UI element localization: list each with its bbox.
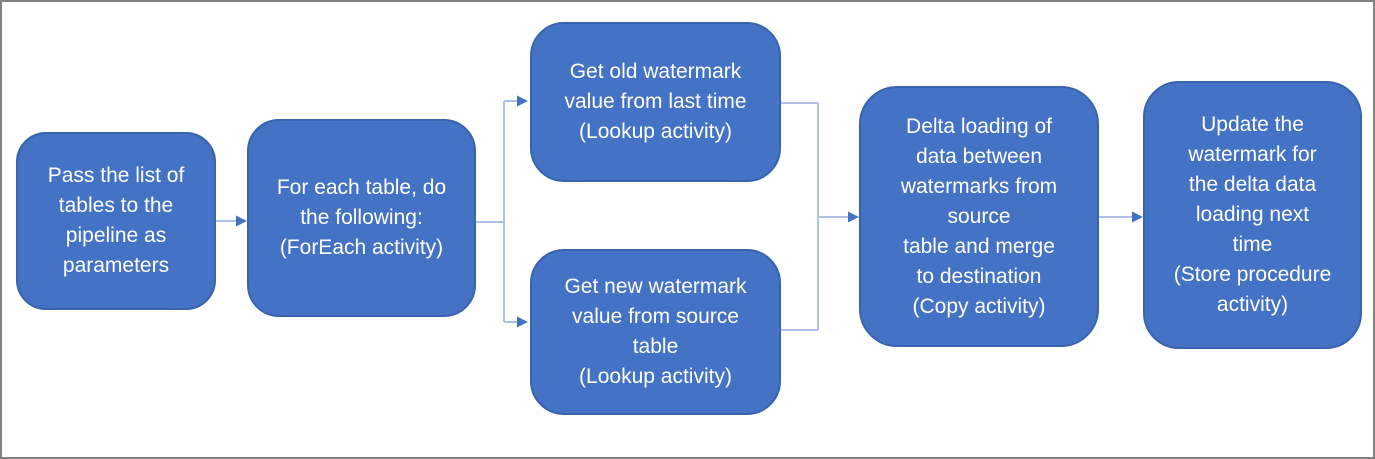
- node-foreach-label: For each table, do the following: (ForEa…: [276, 176, 447, 259]
- node-pass-list: Pass the list of tables to the pipeline …: [16, 132, 216, 310]
- node-foreach: For each table, do the following: (ForEa…: [247, 119, 476, 317]
- node-delta-load-label: Delta loading of data between watermarks…: [900, 114, 1058, 318]
- node-get-old-watermark: Get old watermark value from last time (…: [530, 22, 781, 182]
- node-update-watermark-label: Update the watermark for the delta data …: [1173, 113, 1332, 316]
- node-update-watermark: Update the watermark for the delta data …: [1143, 81, 1362, 349]
- arrowhead-foreach: [236, 215, 247, 227]
- node-get-old-watermark-label: Get old watermark value from last time (…: [564, 60, 747, 143]
- node-get-new-watermark-label: Get new watermark value from source tabl…: [564, 275, 747, 388]
- arrowhead-delta-load: [848, 211, 859, 223]
- node-delta-load: Delta loading of data between watermarks…: [859, 86, 1099, 347]
- arrowhead-new-watermark: [517, 316, 528, 328]
- node-pass-list-label: Pass the list of tables to the pipeline …: [47, 164, 185, 277]
- arrowhead-update-watermark: [1132, 211, 1143, 223]
- arrowhead-old-watermark: [517, 95, 528, 107]
- node-get-new-watermark: Get new watermark value from source tabl…: [530, 249, 781, 415]
